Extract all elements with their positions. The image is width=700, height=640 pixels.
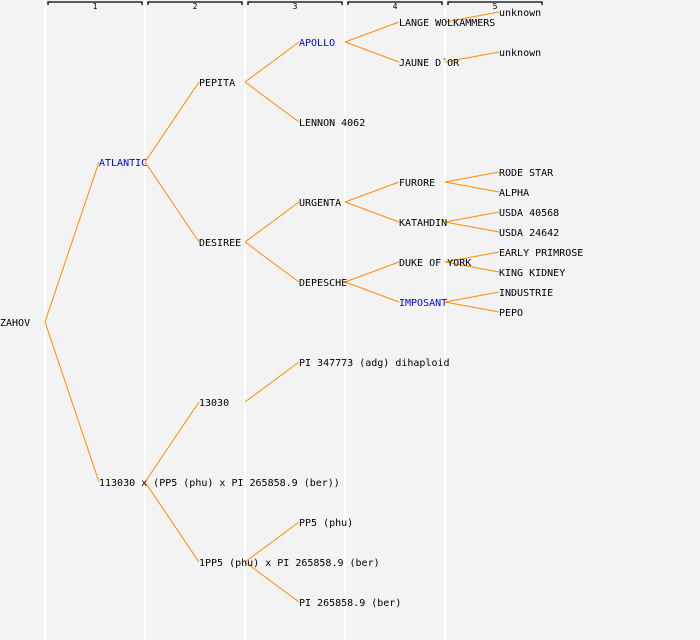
- pedigree-node[interactable]: unknown: [499, 48, 541, 59]
- pedigree-node[interactable]: USDA 40568: [499, 208, 559, 219]
- generation-label: 2: [193, 2, 198, 11]
- pedigree-edge: [344, 281, 400, 303]
- pedigree-node[interactable]: IMPOSANT: [399, 298, 447, 309]
- generation-bracket: [447, 1, 543, 5]
- pedigree-node[interactable]: INDUSTRIE: [499, 288, 553, 299]
- pedigree-edge: [444, 261, 500, 273]
- pedigree-edge: [444, 301, 500, 313]
- pedigree-node[interactable]: ALPHA: [499, 188, 529, 199]
- pedigree-node[interactable]: KING KIDNEY: [499, 268, 565, 279]
- pedigree-node[interactable]: ATLANTIC: [99, 158, 147, 169]
- pedigree-edge: [44, 321, 100, 483]
- pedigree-node[interactable]: 1PP5 (phu) x PI 265858.9 (ber): [199, 558, 380, 569]
- generation-bracket: [147, 1, 243, 5]
- pedigree-node[interactable]: JAUNE D´OR: [399, 57, 460, 69]
- pedigree-node[interactable]: 13030: [199, 398, 229, 409]
- pedigree-edge: [144, 81, 200, 163]
- generation-bracket: [347, 1, 443, 5]
- pedigree-edge: [444, 51, 500, 63]
- generation-label: 5: [493, 2, 498, 11]
- pedigree-edge: [244, 81, 300, 123]
- pedigree-edge: [244, 241, 300, 283]
- edges: [44, 11, 500, 603]
- pedigree-edge: [444, 251, 500, 263]
- generation-bracket: [47, 1, 143, 5]
- pedigree-node[interactable]: DESIREE: [199, 238, 241, 249]
- pedigree-node[interactable]: 113030 x (PP5 (phu) x PI 265858.9 (ber)): [99, 478, 340, 489]
- pedigree-edge: [44, 161, 100, 323]
- pedigree-node[interactable]: APOLLO: [299, 38, 335, 49]
- pedigree-edge: [144, 401, 200, 483]
- pedigree-node[interactable]: DUKE OF YORK: [399, 258, 471, 269]
- pedigree-edge: [244, 201, 300, 243]
- pedigree-node[interactable]: LENNON 4062: [299, 118, 365, 129]
- pedigree-node[interactable]: LANGE WOLKAMMERS: [399, 18, 495, 29]
- pedigree-node[interactable]: PEPITA: [199, 78, 235, 89]
- generation-label: 3: [293, 2, 298, 11]
- pedigree-edge: [244, 521, 300, 563]
- pedigree-edge: [344, 21, 400, 43]
- generation-label: 1: [93, 2, 98, 11]
- pedigree-edge: [444, 181, 500, 193]
- pedigree-edge: [444, 171, 500, 183]
- pedigree-edge: [344, 41, 400, 63]
- pedigree-node[interactable]: EARLY PRIMROSE: [499, 248, 583, 259]
- pedigree-edge: [144, 161, 200, 243]
- nodes: ZAHOV ATLANTIC PEPITA APOLLO LANGE WOLKAMMER…: [0, 8, 583, 609]
- pedigree-node[interactable]: PEPO: [499, 308, 523, 319]
- pedigree-node[interactable]: RODE STAR: [499, 168, 554, 179]
- pedigree-node[interactable]: ZAHOV: [0, 318, 30, 329]
- pedigree-node[interactable]: FURORE: [399, 178, 435, 189]
- pedigree-node[interactable]: PI 265858.9 (ber): [299, 598, 401, 609]
- pedigree-edge: [444, 291, 500, 303]
- pedigree-edge: [444, 211, 500, 223]
- pedigree-node[interactable]: unknown: [499, 8, 541, 19]
- pedigree-node[interactable]: PP5 (phu): [299, 518, 353, 529]
- pedigree-node[interactable]: KATAHDIN: [399, 218, 447, 229]
- pedigree-edge: [344, 261, 400, 283]
- pedigree-node[interactable]: PI 347773 (adg) dihaploid: [299, 358, 450, 369]
- generation-label: 4: [393, 2, 398, 11]
- pedigree-edge: [244, 41, 300, 83]
- pedigree-edge: [344, 181, 400, 203]
- pedigree-edge: [244, 561, 300, 603]
- pedigree-edge: [444, 11, 500, 23]
- pedigree-node[interactable]: USDA 24642: [499, 228, 559, 239]
- pedigree-edge: [344, 201, 400, 223]
- pedigree-node[interactable]: URGENTA: [299, 198, 341, 209]
- pedigree-edge: [244, 361, 300, 403]
- pedigree-edge: [144, 481, 200, 563]
- pedigree-edge: [444, 221, 500, 233]
- pedigree-node[interactable]: DEPESCHE: [299, 278, 347, 289]
- generation-bracket: [247, 1, 343, 5]
